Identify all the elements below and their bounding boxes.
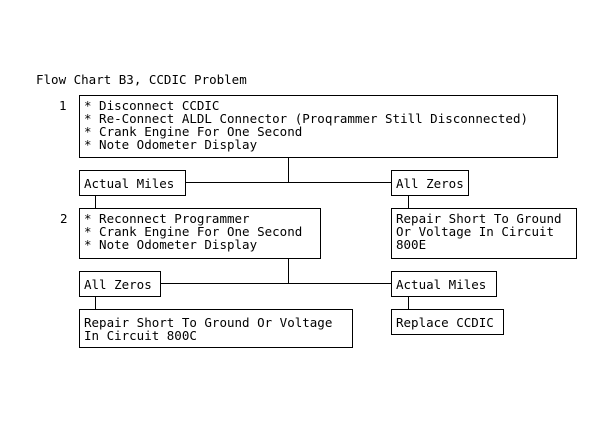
step-2-line: * Crank Engine For One Second (84, 224, 303, 239)
outcome-line: Or Voltage In Circuit (396, 224, 555, 239)
step-1-box: * Disconnect CCDIC * Re-Connect ALDL Con… (79, 95, 558, 158)
outcome-800e-box: Repair Short To Ground Or Voltage In Cir… (391, 208, 577, 259)
step-2-line: * Note Odometer Display (84, 237, 258, 252)
connector (95, 297, 96, 309)
branch-actual-miles-2: Actual Miles (391, 271, 497, 297)
outcome-line: In Circuit 800C (84, 328, 197, 343)
step-2-line: * Reconnect Programmer (84, 211, 250, 226)
branch-label: All Zeros (396, 176, 464, 191)
branch-label: Actual Miles (396, 277, 487, 292)
step-number-1: 1 (59, 98, 67, 113)
outcome-line: Replace CCDIC (396, 315, 494, 330)
branch-label: Actual Miles (84, 176, 175, 191)
branch-label: All Zeros (84, 277, 152, 292)
branch-all-zeros-1: All Zeros (391, 170, 469, 196)
step-1-line: * Note Odometer Display (84, 137, 258, 152)
branch-actual-miles-1: Actual Miles (79, 170, 186, 196)
branch-all-zeros-2: All Zeros (79, 271, 161, 297)
outcome-replace-ccdic-box: Replace CCDIC (391, 309, 504, 335)
outcome-line: 800E (396, 237, 427, 252)
step-2-box: * Reconnect Programmer * Crank Engine Fo… (79, 208, 321, 259)
step-number-2: 2 (60, 211, 68, 226)
connector (160, 283, 391, 284)
outcome-800c-box: Repair Short To Ground Or Voltage In Cir… (79, 309, 353, 348)
step-1-line: * Disconnect CCDIC (84, 98, 220, 113)
connector (95, 196, 96, 208)
step-1-line: * Crank Engine For One Second (84, 124, 303, 139)
connector (288, 158, 289, 182)
connector (408, 196, 409, 208)
connector (185, 182, 391, 183)
outcome-line: Repair Short To Ground (396, 211, 562, 226)
chart-title: Flow Chart B3, CCDIC Problem (36, 72, 247, 87)
connector (408, 297, 409, 309)
outcome-line: Repair Short To Ground Or Voltage (84, 315, 333, 330)
step-1-line: * Re-Connect ALDL Connector (Proqrammer … (84, 111, 529, 126)
connector (288, 259, 289, 283)
